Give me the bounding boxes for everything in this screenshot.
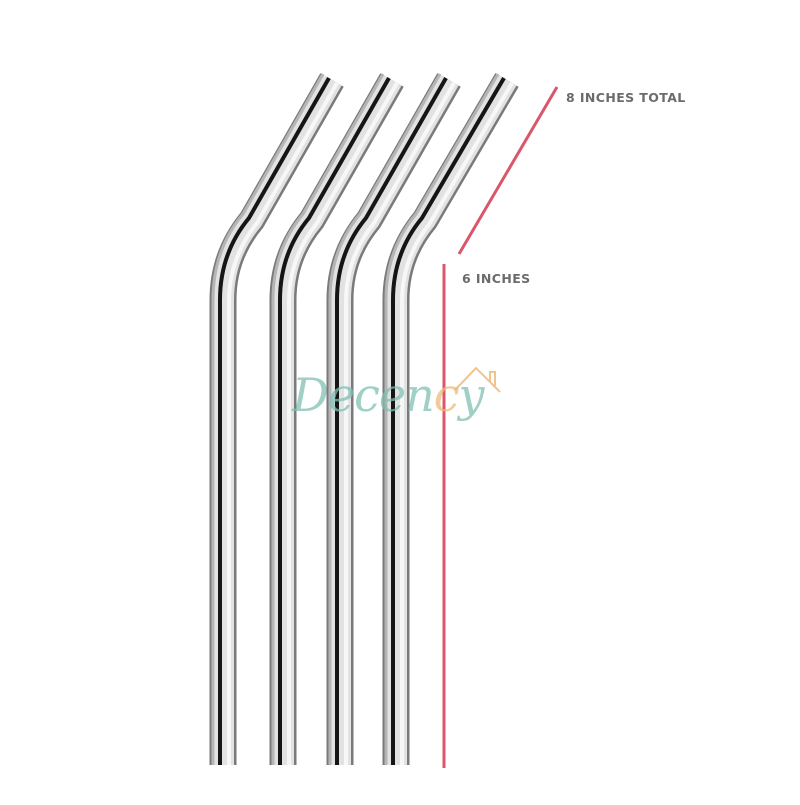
straight-length-label: 6 INCHES [462, 271, 531, 286]
total-length-label: 8 INCHES TOTAL [566, 90, 686, 105]
straw-3 [326, 73, 461, 765]
straw-2 [269, 73, 404, 765]
watermark-house-icon [454, 366, 501, 393]
straw-4 [382, 73, 519, 765]
straw-1 [209, 73, 344, 765]
total-length-line [457, 86, 559, 255]
